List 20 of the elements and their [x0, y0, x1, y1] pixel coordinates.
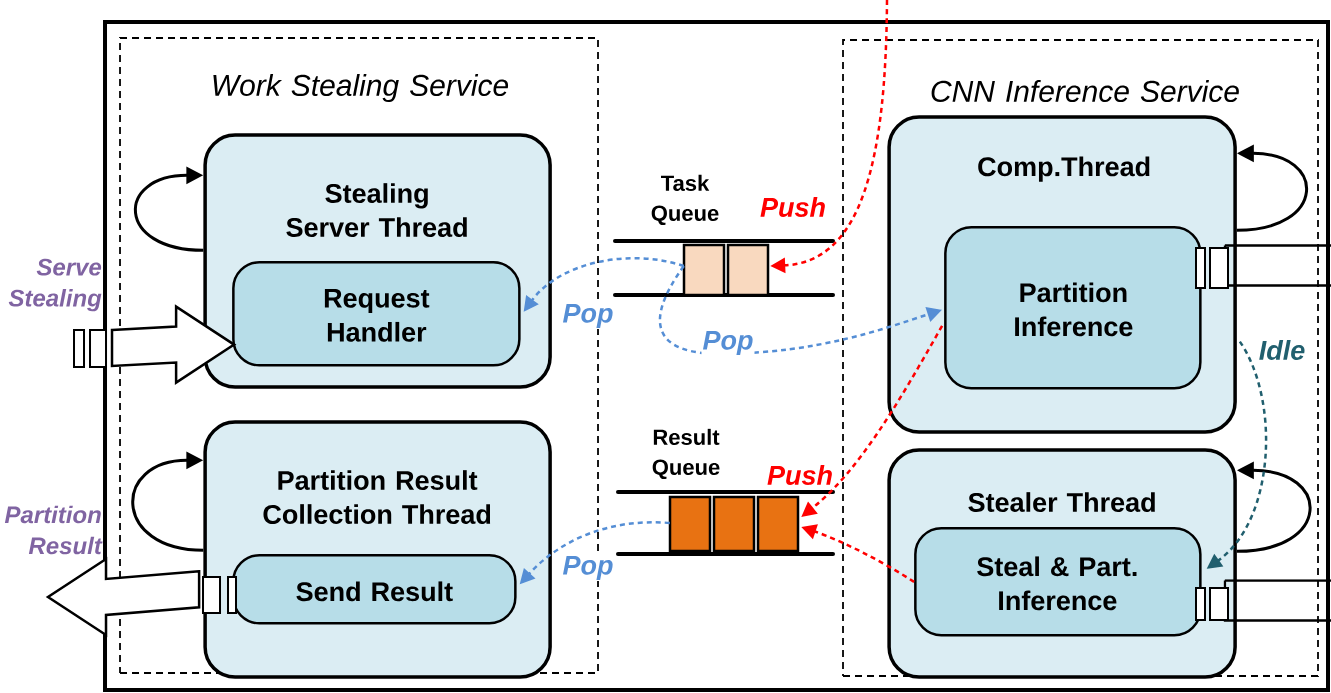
side-label: Partition Result: [4, 505, 103, 555]
task-box: Send Result: [232, 554, 517, 625]
node-label: Task Queue: [651, 174, 719, 226]
edge-label: Push: [766, 464, 834, 486]
edge-label: Pop: [701, 329, 755, 357]
edge-label: Pop: [561, 302, 615, 330]
block-arrow: [1223, 579, 1331, 622]
side-label: Serve Stealing: [8, 258, 102, 312]
task-box: Partition Inference: [944, 226, 1202, 390]
node-label: Result Queue: [652, 428, 720, 480]
task-box: Request Handler: [232, 261, 521, 367]
block-arrow: [45, 556, 201, 638]
block-arrow: [110, 304, 237, 385]
outer-frame: [103, 20, 1330, 692]
loop-arrow: [134, 166, 204, 252]
edge-label: Idle: [1257, 339, 1307, 361]
edge-label: Pop: [561, 554, 615, 582]
loop-arrow: [131, 451, 204, 552]
edge-label: Push: [759, 196, 827, 218]
task-box: Steal & Part. Inference: [914, 527, 1202, 637]
